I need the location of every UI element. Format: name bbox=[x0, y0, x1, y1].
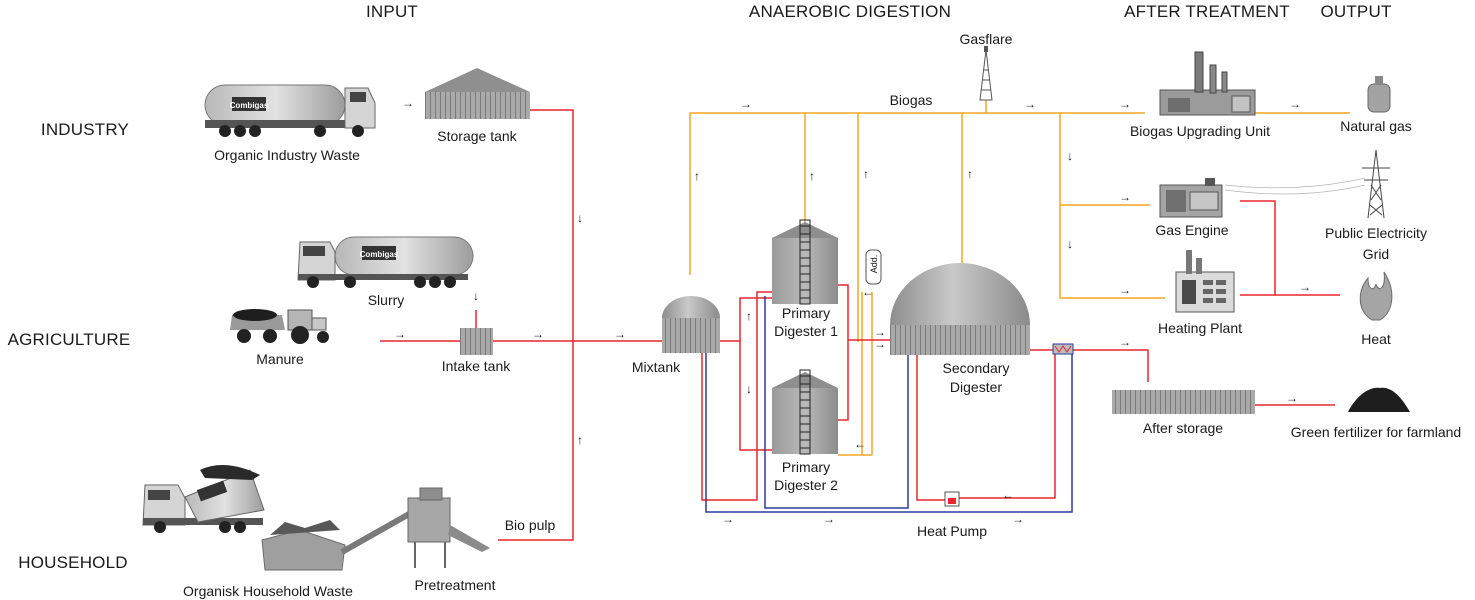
truck-brand-label-2: Combigas bbox=[360, 250, 399, 259]
header-anaerobic-digestion: ANAEROBIC DIGESTION bbox=[749, 2, 951, 21]
flow-arrow: → bbox=[1119, 97, 1131, 111]
primary-digester-1-icon bbox=[772, 219, 838, 305]
heat-pump-icon bbox=[944, 491, 960, 507]
flow-arrow: → bbox=[1299, 280, 1311, 294]
fertilizer-pile-icon bbox=[1348, 387, 1410, 412]
label-organic-industry-waste: Organic Industry Waste bbox=[214, 147, 360, 163]
label-natural-gas: Natural gas bbox=[1340, 118, 1412, 134]
label-heat-pump: Heat Pump bbox=[917, 523, 987, 539]
secondary-digester-icon bbox=[890, 263, 1030, 355]
flow-arrow: ← bbox=[1002, 488, 1014, 502]
flow-arrow: → bbox=[532, 327, 544, 341]
flow-arrow: → bbox=[1012, 512, 1024, 526]
label-storage-tank: Storage tank bbox=[437, 128, 517, 144]
flow-arrow: → bbox=[1024, 97, 1036, 111]
label-gas-engine: Gas Engine bbox=[1155, 222, 1228, 238]
flow-arrow: → bbox=[394, 327, 406, 341]
header-after-treatment: AFTER TREATMENT bbox=[1124, 2, 1290, 21]
pretreatment-plant-icon bbox=[261, 487, 490, 571]
natural-gas-tank-icon bbox=[1367, 76, 1391, 113]
flow-arrow: ↓ bbox=[473, 289, 479, 303]
label-secondary-digester-a: Secondary bbox=[943, 360, 1010, 376]
label-biogas: Biogas bbox=[890, 92, 933, 108]
truck-brand-label: Combigas bbox=[230, 101, 269, 110]
flow-arrow: → bbox=[823, 512, 835, 526]
label-heat: Heat bbox=[1361, 331, 1391, 347]
flow-arrow: → bbox=[1119, 283, 1131, 297]
flow-arrow: ↓ bbox=[577, 211, 583, 225]
flow-arrow: ↑ bbox=[809, 169, 815, 183]
label-primary-digester-1-a: Primary bbox=[782, 305, 830, 321]
label-green-fertilizer: Green fertilizer for farmland bbox=[1291, 424, 1461, 440]
electricity-pylon-icon bbox=[1362, 149, 1390, 219]
source-agriculture: AGRICULTURE bbox=[8, 330, 131, 349]
label-intake-tank: Intake tank bbox=[442, 358, 511, 374]
flow-arrow: → bbox=[740, 97, 752, 111]
flow-arrow: → bbox=[722, 512, 734, 526]
primary-digester-2-icon bbox=[772, 369, 838, 455]
label-biogas-upgrading-unit: Biogas Upgrading Unit bbox=[1130, 123, 1270, 139]
flow-arrow: ← bbox=[854, 437, 866, 451]
label-organisk-household-waste: Organisk Household Waste bbox=[183, 583, 353, 599]
flow-arrow: ↑ bbox=[863, 167, 869, 181]
power-lines bbox=[1224, 177, 1366, 195]
flow-arrows: → ↓ ↓ → → → ↑ → ↑ ↑ ↑ ↑ → → → ↓ → ↓ → → … bbox=[394, 96, 1311, 526]
label-gasflare: Gasflare bbox=[960, 31, 1013, 47]
flow-arrow: → bbox=[1119, 190, 1131, 204]
flow-arrow: ↑ bbox=[967, 167, 973, 181]
flow-arrow: ↓ bbox=[1067, 237, 1073, 251]
flow-arrow: ↑ bbox=[746, 309, 752, 323]
household-dump-truck-icon bbox=[142, 465, 265, 533]
flow-arrow: → bbox=[1289, 97, 1301, 111]
biogas-pipes bbox=[689, 100, 1350, 456]
gasflare-icon bbox=[979, 46, 993, 101]
flow-arrow: → bbox=[874, 325, 886, 339]
industry-tanker-truck-icon: Combigas bbox=[204, 84, 376, 137]
additive-container-icon: Add. bbox=[865, 249, 882, 285]
flow-arrow: → bbox=[874, 337, 886, 351]
label-primary-digester-2-a: Primary bbox=[782, 459, 830, 475]
mixtank-icon bbox=[662, 296, 720, 353]
flow-arrow: ↓ bbox=[746, 382, 752, 396]
flow-arrow: ↑ bbox=[694, 169, 700, 183]
label-bio-pulp: Bio pulp bbox=[505, 517, 556, 533]
storage-tank-icon bbox=[425, 68, 530, 119]
manure-tractor-icon bbox=[230, 309, 329, 344]
heat-exchanger-icon bbox=[1052, 343, 1074, 355]
flow-arrow: → bbox=[402, 96, 414, 110]
cold-pipes bbox=[705, 296, 1073, 513]
source-industry: INDUSTRY bbox=[41, 120, 129, 139]
label-public-grid-b: Grid bbox=[1363, 246, 1389, 262]
biogas-upgrading-unit-icon bbox=[1159, 51, 1256, 116]
label-primary-digester-2-b: Digester 2 bbox=[774, 477, 838, 493]
label-after-storage: After storage bbox=[1143, 420, 1223, 436]
gas-engine-icon bbox=[1159, 178, 1223, 218]
label-slurry: Slurry bbox=[368, 292, 405, 308]
label-secondary-digester-b: Digester bbox=[950, 379, 1002, 395]
header-output: OUTPUT bbox=[1320, 2, 1391, 21]
label-public-grid-a: Public Electricity bbox=[1325, 225, 1427, 241]
label-manure: Manure bbox=[256, 351, 304, 367]
flame-icon bbox=[1359, 271, 1393, 321]
source-household: HOUSEHOLD bbox=[18, 553, 128, 572]
flow-arrow: → bbox=[1286, 391, 1298, 405]
label-primary-digester-1-b: Digester 1 bbox=[774, 323, 838, 339]
intake-tank-icon bbox=[460, 328, 493, 355]
label-pretreatment: Pretreatment bbox=[415, 577, 496, 593]
flow-arrow: ↓ bbox=[1067, 149, 1073, 163]
label-heating-plant: Heating Plant bbox=[1158, 320, 1242, 336]
heating-plant-icon bbox=[1175, 250, 1235, 313]
flow-arrow: → bbox=[614, 327, 626, 341]
label-mixtank: Mixtank bbox=[632, 359, 681, 375]
label-additive: Add. bbox=[869, 255, 879, 274]
biomass-pipes bbox=[380, 109, 1340, 541]
slurry-truck-icon: Combigas bbox=[297, 236, 474, 288]
header-input: INPUT bbox=[366, 2, 418, 21]
after-storage-icon bbox=[1112, 390, 1255, 414]
flow-arrow: ↑ bbox=[577, 433, 583, 447]
flow-arrow: → bbox=[1119, 335, 1131, 349]
flow-arrow: ← bbox=[862, 285, 874, 299]
